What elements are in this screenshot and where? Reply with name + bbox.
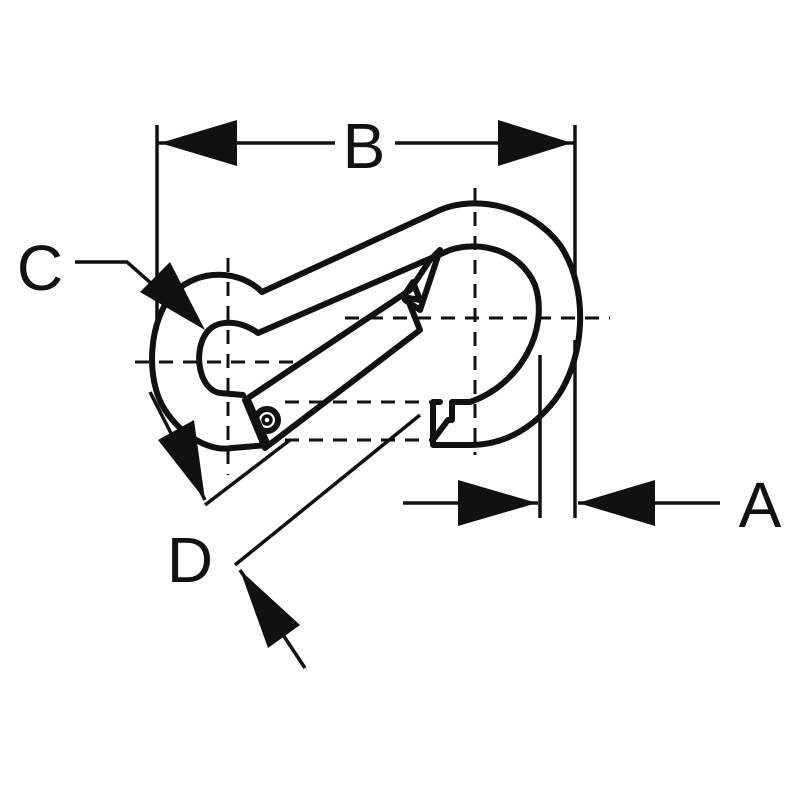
- dimension-b-label: B: [343, 110, 386, 182]
- dimension-b-arrow-right: [498, 120, 572, 166]
- dimension-a: A: [403, 340, 782, 541]
- dimension-d-arrow-lower: [240, 570, 300, 648]
- carabiner-outer-contour: [149, 200, 584, 452]
- gate-rivet-pin: [261, 414, 273, 426]
- dimension-c-label: C: [17, 232, 63, 304]
- carabiner: [149, 200, 584, 452]
- dimension-d: D: [148, 391, 422, 669]
- gate-rivet: [253, 406, 281, 434]
- dimension-d-extension-upper: [203, 438, 292, 507]
- dimension-b-arrow-left: [160, 120, 237, 166]
- dimension-b: B: [155, 110, 577, 330]
- dimension-a-label: A: [739, 469, 782, 541]
- dimension-c: C: [17, 232, 205, 330]
- gate-spring-detail: [400, 279, 423, 303]
- dimension-a-arrow-right: [578, 480, 655, 526]
- dimension-d-label: D: [167, 524, 213, 596]
- dimension-d-extension-lower: [233, 413, 422, 567]
- carabiner-gate: [242, 247, 443, 451]
- dimension-d-arrow-upper: [158, 420, 205, 500]
- center-lines: [135, 188, 610, 475]
- carabiner-inner-contour: [196, 243, 542, 443]
- dimension-c-arrow: [140, 262, 205, 330]
- dimension-a-arrow-left: [458, 480, 537, 526]
